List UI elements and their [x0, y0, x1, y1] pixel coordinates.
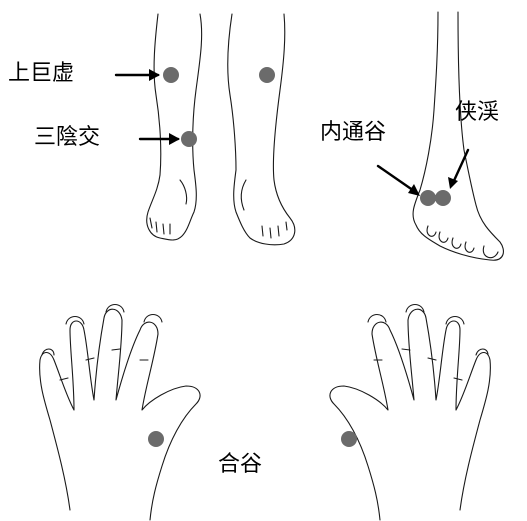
right-hand	[330, 305, 490, 521]
point-shangjuxu-right	[259, 67, 275, 83]
left-hand	[40, 305, 200, 521]
label-shangjuxu: 上巨虚	[8, 63, 74, 85]
label-sanyinjiao: 三陰交	[34, 127, 100, 149]
point-hegu-right	[341, 431, 357, 447]
point-sanyinjiao	[181, 131, 197, 147]
left-leg	[147, 14, 202, 240]
arrowhead-sanyinjiao-icon	[169, 133, 180, 145]
arrowhead-neitonggu-icon	[408, 184, 420, 196]
point-xiaxi	[435, 190, 451, 206]
label-xiaxi: 侠渓	[455, 102, 499, 124]
foot	[413, 12, 503, 260]
point-neitonggu	[420, 190, 436, 206]
point-hegu-left	[148, 431, 164, 447]
label-hegu: 合谷	[218, 454, 262, 476]
right-leg	[228, 14, 295, 245]
arrows	[116, 69, 468, 196]
point-shangjuxu-left	[163, 67, 179, 83]
arrowhead-xiaxi-icon	[448, 177, 458, 189]
label-neitonggu: 内通谷	[320, 122, 386, 144]
